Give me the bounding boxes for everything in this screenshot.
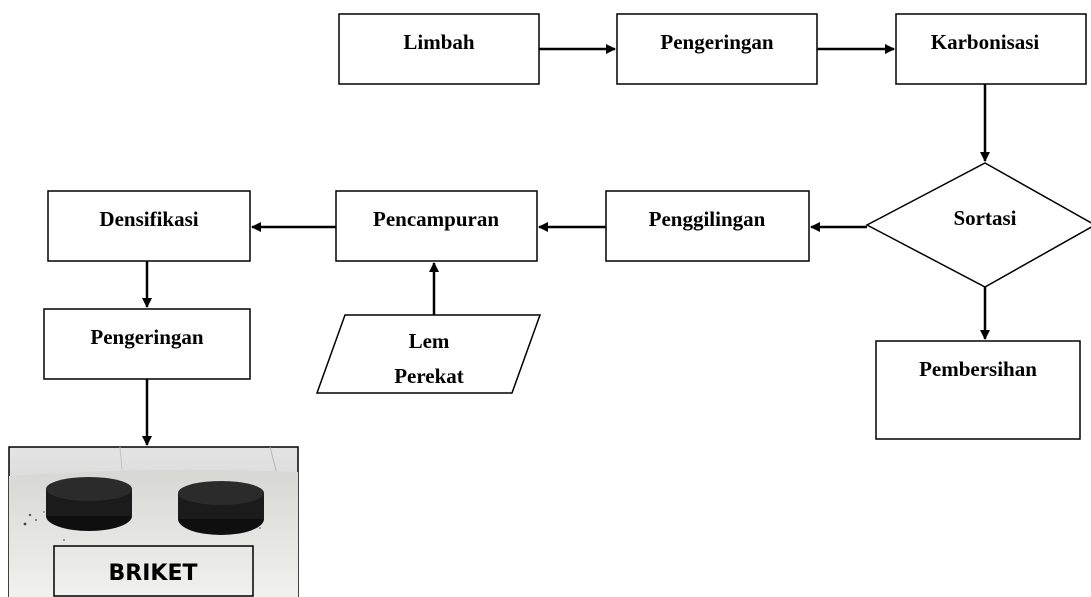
briket-label: BRIKET: [109, 561, 198, 586]
node-lem-line2: Perekat: [394, 364, 464, 388]
node-densifikasi: Densifikasi: [47, 190, 251, 262]
node-pembersihan: Pembersihan: [875, 340, 1081, 440]
node-sortasi-label: Sortasi: [954, 206, 1017, 230]
node-karbonisasi: Karbonisasi: [895, 13, 1087, 85]
briket-label-box: [53, 545, 254, 597]
briquette-right: [178, 481, 264, 535]
briquette-left: [46, 477, 132, 531]
node-sortasi: Sortasi: [865, 162, 1091, 288]
node-lem-perekat: Lem Perekat: [315, 314, 542, 394]
node-lem-line1: Lem: [409, 329, 450, 353]
node-limbah-label: Limbah: [403, 30, 475, 54]
node-pengeringan-bottom: Pengeringan: [43, 308, 251, 380]
node-karbonisasi-label: Karbonisasi: [931, 30, 1040, 54]
node-pengeringan-top-label: Pengeringan: [660, 30, 773, 54]
node-limbah: Limbah: [338, 13, 540, 85]
node-densifikasi-label: Densifikasi: [99, 207, 198, 231]
node-pembersihan-label: Pembersihan: [919, 357, 1037, 381]
node-pencampuran: Pencampuran: [335, 190, 538, 262]
node-pengeringan-top: Pengeringan: [616, 13, 818, 85]
briket-photo: BRIKET: [8, 446, 299, 597]
node-penggilingan-label: Penggilingan: [649, 207, 766, 231]
node-penggilingan: Penggilingan: [605, 190, 810, 262]
node-pencampuran-label: Pencampuran: [373, 207, 499, 231]
node-pengeringan-bottom-label: Pengeringan: [90, 325, 203, 349]
